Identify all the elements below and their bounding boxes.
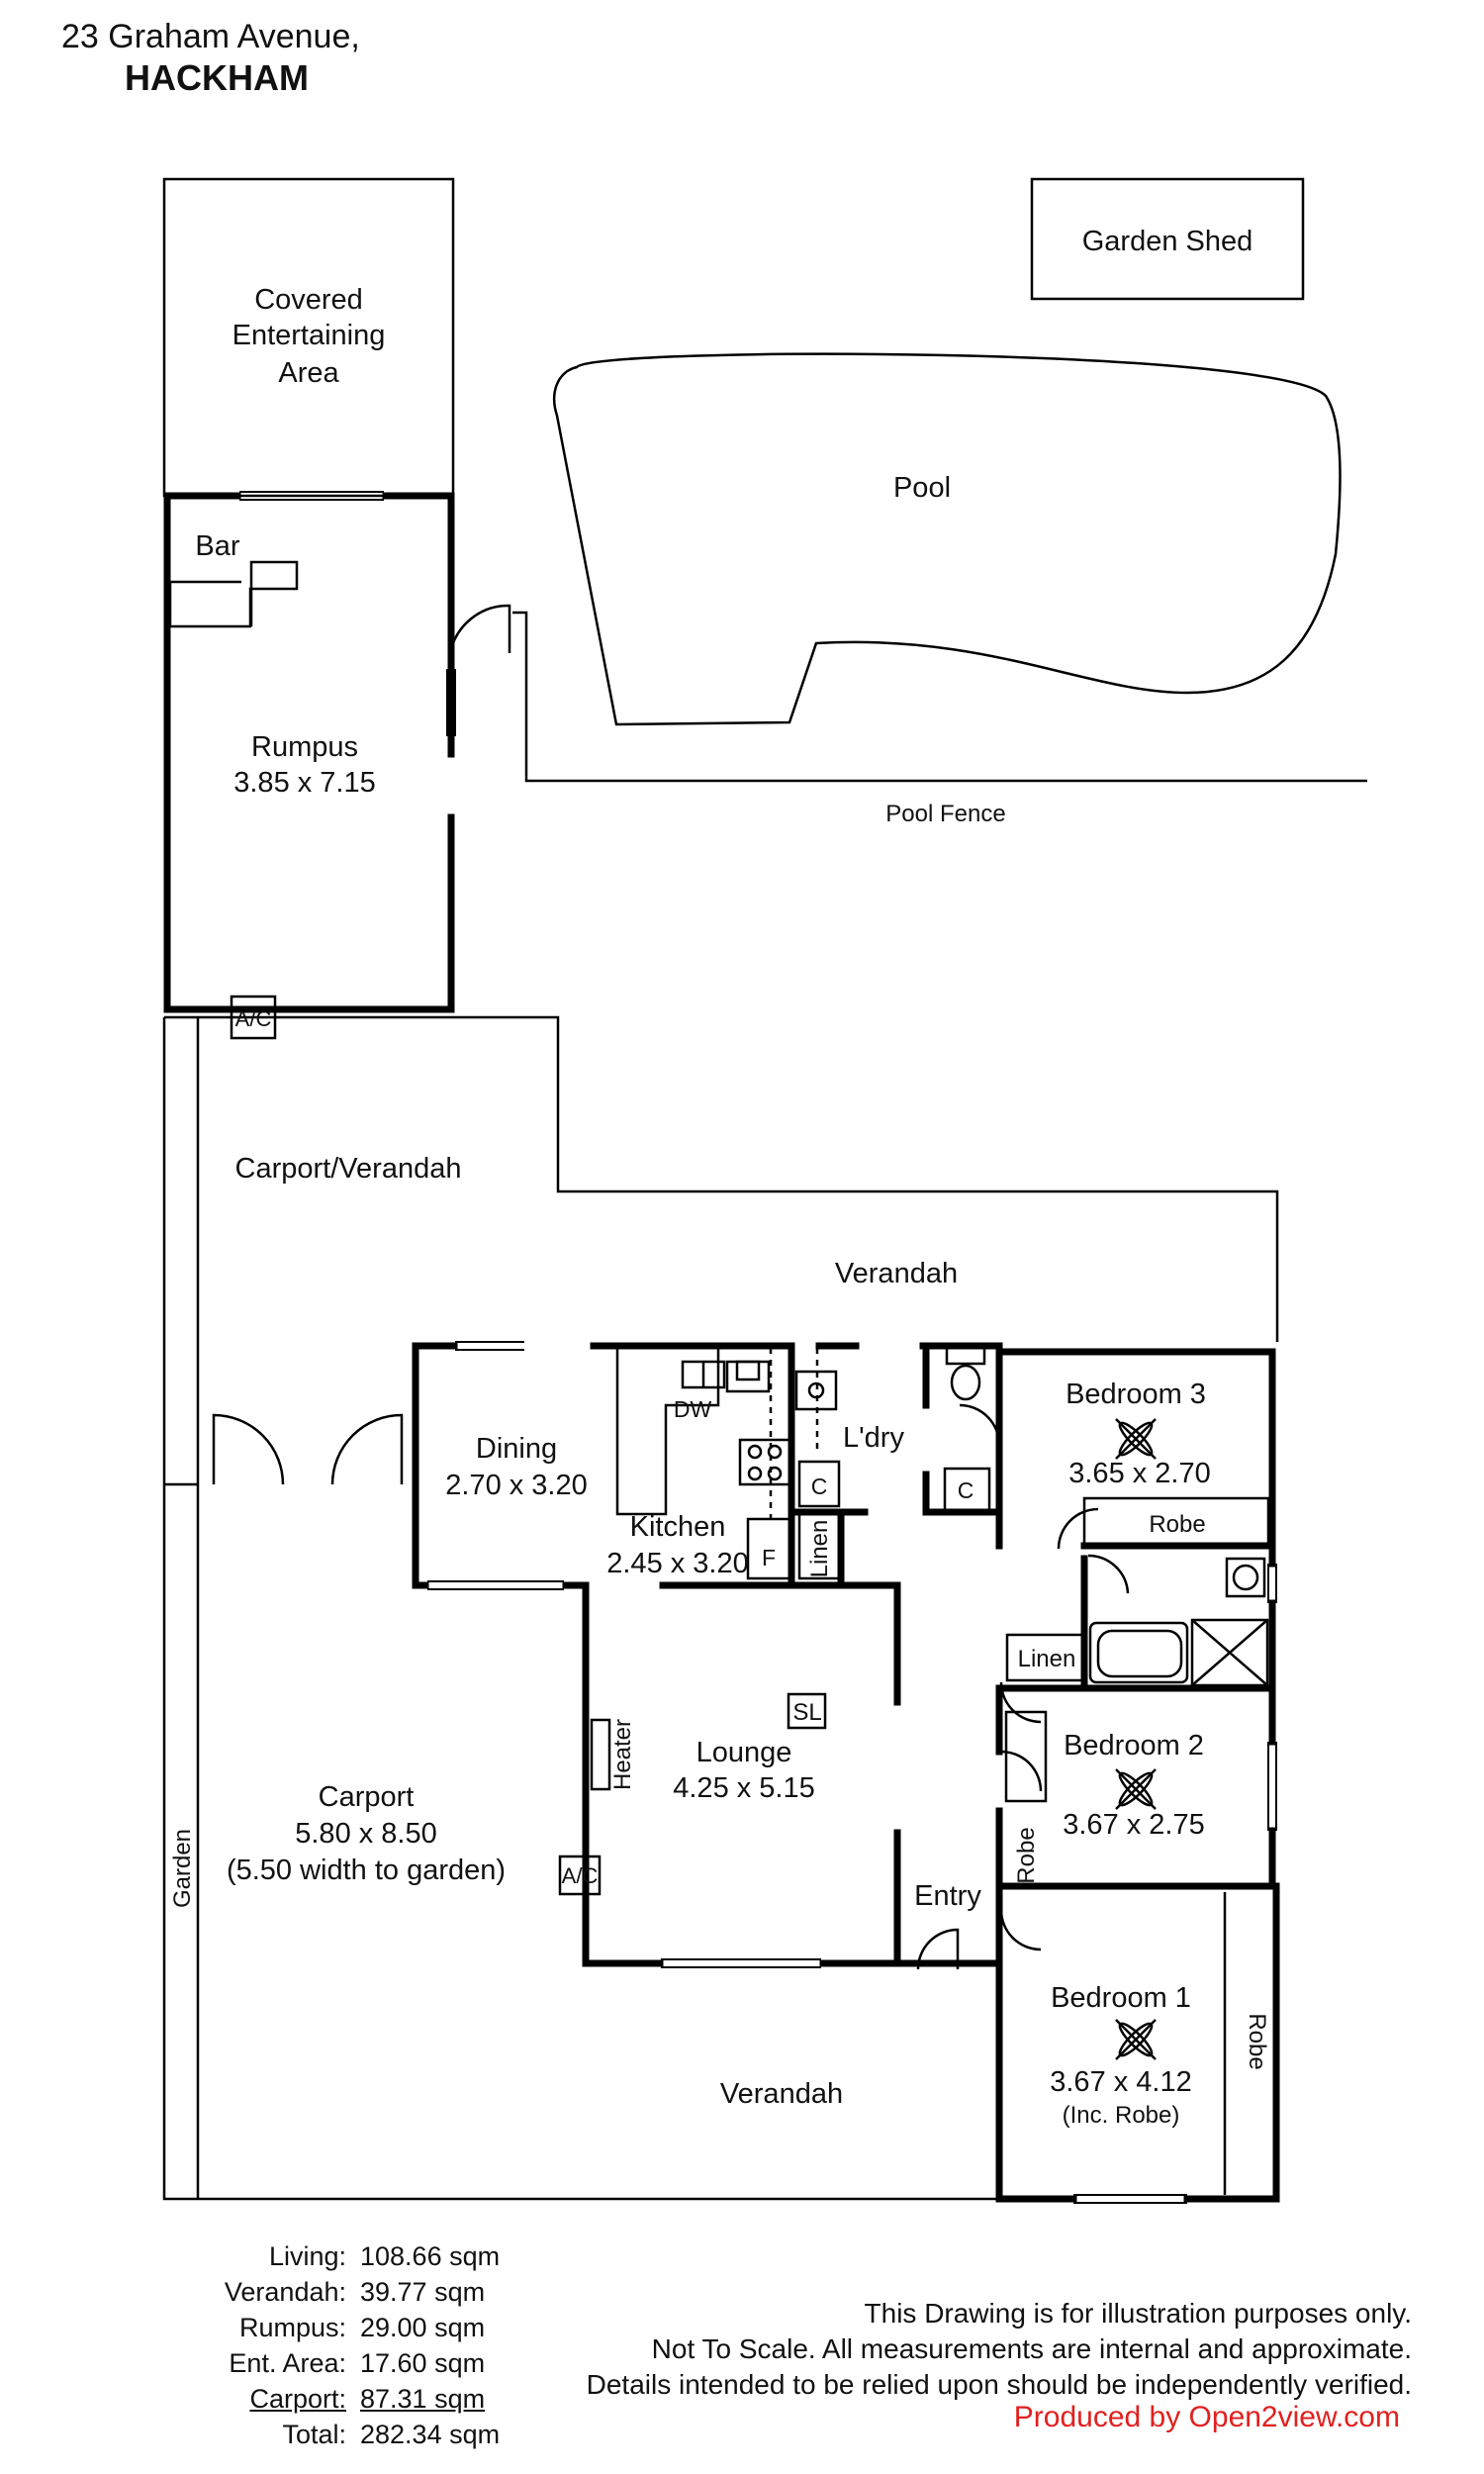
area-value: 39.77 sqm — [360, 2277, 486, 2307]
label-covered-1: Covered — [254, 284, 363, 316]
ceiling-fan-bed2 — [1115, 1768, 1157, 1810]
area-row-living: Living: 108.66 sqm — [59, 2238, 607, 2274]
label-ac-lounge: A/C — [562, 1863, 599, 1888]
area-row-carport: Carport: 87.31 sqm — [59, 2381, 607, 2417]
area-value: 87.31 sqm — [360, 2384, 486, 2414]
label-carport-verandah: Carport/Verandah — [235, 1153, 462, 1185]
area-label: Rumpus: — [238, 2313, 346, 2342]
walls — [163, 492, 1280, 2203]
area-row-verandah: Verandah: 39.77 sqm — [59, 2274, 607, 2310]
label-robe-bed3: Robe — [1149, 1511, 1205, 1538]
label-bedroom1-note: (Inc. Robe) — [1063, 2102, 1180, 2129]
label-pool: Pool — [893, 472, 951, 504]
label-covered-3: Area — [278, 357, 339, 389]
disclaimer-line-1: This Drawing is for illustration purpose… — [864, 2298, 1412, 2329]
area-row-total: Total: 282.34 sqm — [59, 2417, 607, 2452]
label-garden-shed: Garden Shed — [1082, 226, 1253, 257]
label-robe-bed2: Robe — [1013, 1827, 1040, 1883]
label-garden: Garden — [169, 1829, 196, 1908]
label-bedroom3-dims: 3.65 x 2.70 — [1068, 1458, 1211, 1489]
label-lounge-dims: 4.25 x 5.15 — [673, 1772, 815, 1804]
label-linen-bath: Linen — [1018, 1646, 1076, 1672]
address-street: 23 Graham Avenue, — [61, 18, 360, 55]
label-linen-kitchen: Linen — [806, 1520, 833, 1578]
disclaimer: This Drawing is for illustration purpose… — [521, 2296, 1412, 2403]
label-laundry: L'dry — [843, 1422, 904, 1454]
area-row-rumpus: Rumpus: 29.00 sqm — [59, 2310, 607, 2345]
area-summary: Living: 108.66 sqm Verandah: 39.77 sqm Rum… — [59, 2238, 607, 2452]
label-c-laundry: C — [811, 1474, 828, 1499]
label-lounge: Lounge — [696, 1737, 792, 1768]
label-heater: Heater — [609, 1719, 636, 1790]
windows — [239, 491, 1277, 2204]
area-label: Living: — [268, 2241, 346, 2271]
room-labels: Covered Entertaining Area Garden Shed Po… — [195, 226, 1252, 2129]
label-fridge: F — [762, 1545, 776, 1570]
label-bedroom2: Bedroom 2 — [1064, 1730, 1204, 1761]
label-kitchen-dims: 2.45 x 3.20 — [606, 1548, 749, 1579]
area-value: 282.34 sqm — [360, 2420, 501, 2449]
area-value: 108.66 sqm — [360, 2241, 501, 2271]
label-dw: DW — [674, 1396, 712, 1422]
label-carport-note: (5.50 width to garden) — [227, 1855, 506, 1886]
ceiling-fan-bed3 — [1115, 1418, 1157, 1460]
label-dining: Dining — [476, 1433, 557, 1465]
label-sl: SL — [792, 1699, 821, 1726]
disclaimer-line-3: Details intended to be relied upon shoul… — [586, 2369, 1412, 2400]
area-row-ent-area: Ent. Area: 17.60 sqm — [59, 2345, 607, 2381]
label-bedroom1-dims: 3.67 x 4.12 — [1050, 2066, 1192, 2098]
label-bedroom1: Bedroom 1 — [1051, 1982, 1191, 2014]
area-label: Carport: — [249, 2384, 346, 2414]
rotated-labels: Heater Linen Robe Robe Garden — [169, 1520, 1270, 2070]
label-kitchen: Kitchen — [630, 1511, 726, 1543]
area-value: 17.60 sqm — [360, 2348, 486, 2378]
label-dining-dims: 2.70 x 3.20 — [445, 1470, 588, 1501]
label-entry: Entry — [914, 1880, 981, 1912]
disclaimer-line-2: Not To Scale. All measurements are inter… — [651, 2333, 1412, 2364]
label-carport-dims: 5.80 x 8.50 — [295, 1818, 437, 1850]
area-label: Ent. Area: — [229, 2348, 346, 2378]
label-ac-rumpus: A/C — [235, 1006, 272, 1031]
label-robe-bed1: Robe — [1244, 2013, 1270, 2069]
label-c-wc: C — [958, 1477, 974, 1503]
producer-credit: Produced by Open2view.com — [1013, 2401, 1400, 2433]
outlines — [162, 177, 1367, 2201]
label-bedroom2-dims: 3.67 x 2.75 — [1063, 1809, 1205, 1841]
label-carport: Carport — [319, 1781, 415, 1813]
label-bar: Bar — [195, 530, 239, 562]
label-rumpus: Rumpus — [251, 731, 358, 763]
label-verandah-top: Verandah — [835, 1258, 958, 1289]
area-label: Total: — [282, 2420, 346, 2449]
label-covered-2: Entertaining — [232, 320, 386, 351]
label-verandah-bottom: Verandah — [720, 2078, 843, 2110]
ceiling-fan-bed1 — [1115, 2019, 1157, 2060]
label-pool-fence: Pool Fence — [885, 801, 1005, 827]
label-bedroom3: Bedroom 3 — [1066, 1379, 1206, 1410]
area-value: 29.00 sqm — [360, 2313, 486, 2342]
area-label: Verandah: — [224, 2277, 346, 2307]
address-suburb: HACKHAM — [125, 57, 309, 98]
label-rumpus-dims: 3.85 x 7.15 — [233, 767, 376, 799]
